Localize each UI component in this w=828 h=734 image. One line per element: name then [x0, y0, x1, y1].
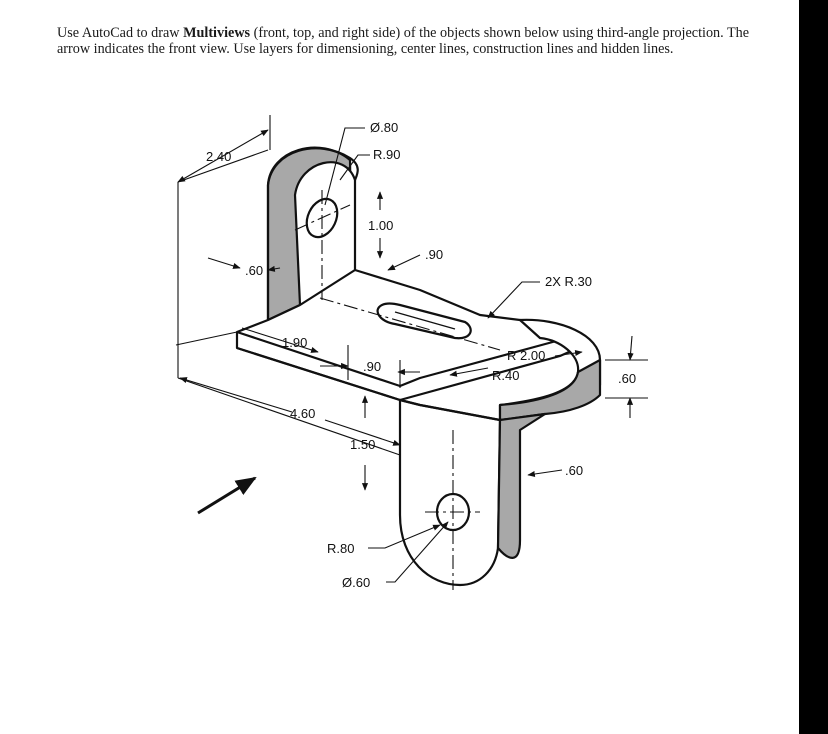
dim-60-right: .60 — [618, 371, 636, 386]
dim-radius-90: R.90 — [373, 147, 400, 162]
dim-diameter-60: Ø.60 — [342, 575, 370, 590]
dim-2-40: 2.40 — [206, 149, 231, 164]
leg-front — [398, 398, 502, 587]
dim-r-40: R.40 — [492, 368, 519, 383]
leg-shade — [496, 412, 547, 559]
dimension-lines — [175, 115, 648, 590]
dim-60-left: .60 — [245, 263, 263, 278]
instructions-paragraph: Use AutoCad to draw Multiviews (front, t… — [57, 25, 757, 57]
dim-1-50: 1.50 — [350, 437, 375, 452]
dim-4-60: 4.60 — [290, 406, 315, 421]
dimension-labels: Ø.80 R.90 2.40 1.00 .90 .60 2X R.30 1.90… — [206, 120, 636, 590]
dim-2x-r30: 2X R.30 — [545, 274, 592, 289]
slot — [376, 302, 472, 340]
dim-90-top: .90 — [425, 247, 443, 262]
dim-r-80: R.80 — [327, 541, 354, 556]
dim-r-2-00: R 2.00 — [507, 348, 545, 363]
instructions-bold-term: Multiviews — [183, 25, 251, 41]
part-outline — [235, 146, 602, 587]
isometric-drawing: Ø.80 R.90 2.40 1.00 .90 .60 2X R.30 1.90… — [175, 115, 648, 590]
document-page: Use AutoCad to draw Multiviews (front, t… — [0, 0, 799, 734]
instructions-text-before: Use AutoCad to draw — [57, 25, 184, 41]
dim-1-90: 1.90 — [282, 335, 307, 350]
dim-60-leg: .60 — [565, 463, 583, 478]
dim-90-middle: .90 — [363, 359, 381, 374]
dim-diameter-80: Ø.80 — [370, 120, 398, 135]
instructions-text-after: (front, top, and right side) of the obje… — [57, 25, 750, 57]
dim-1-00: 1.00 — [368, 218, 393, 233]
front-view-arrow — [197, 476, 257, 515]
